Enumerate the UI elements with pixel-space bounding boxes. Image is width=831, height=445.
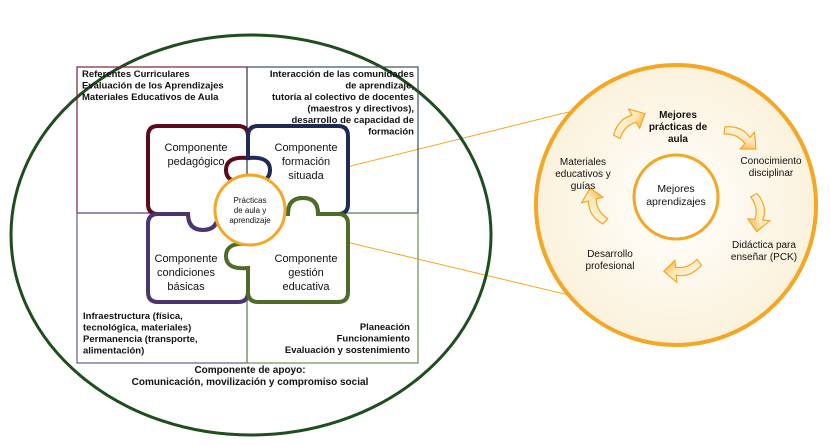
quadrant-bottom-right-text-line: Planeación bbox=[360, 322, 410, 333]
right-right-bottom-text-line: enseñar (PCK) bbox=[731, 252, 797, 263]
cycle-arrow-top-right bbox=[723, 126, 757, 150]
right-right-top-text-line: disciplinar bbox=[749, 168, 794, 179]
quadrant-top-left-text-line: Materiales Educativos de Aula bbox=[82, 92, 219, 103]
center-practicas-text-line: de aula y bbox=[234, 206, 266, 215]
cycle-arrow-right bbox=[746, 192, 772, 233]
piece-condiciones-text-line: básicas bbox=[167, 281, 205, 293]
right-top-text-line: Mejores bbox=[659, 110, 697, 121]
quadrant-bottom-right-text-line: Funcionamiento bbox=[337, 334, 411, 345]
right-right-bottom-text-line: Didáctica para bbox=[732, 240, 796, 251]
quadrant-top-right-text-line: tutoría al colectivo de docentes bbox=[272, 92, 414, 103]
right-bottom-left-text-line: Desarrollo bbox=[587, 249, 633, 260]
right-top-text-line: prácticas de bbox=[649, 122, 708, 133]
piece-gestion-text-line: Componente bbox=[275, 253, 338, 265]
cycle-arrow-bottom bbox=[662, 258, 703, 284]
right-left-text-line: educativos y bbox=[555, 169, 611, 180]
piece-formacion-text-line: situada bbox=[288, 170, 324, 182]
right-inner-circle bbox=[632, 153, 720, 241]
piece-label-condiciones: Componente condiciones básicas bbox=[155, 253, 218, 293]
piece-condiciones-text-line: condiciones bbox=[157, 267, 216, 279]
center-practicas-text-line: Prácticas bbox=[234, 196, 267, 205]
quadrant-top-left-text-line: Evaluación de los Aprendizajes bbox=[82, 81, 224, 92]
right-bottom-left-text-line: profesional bbox=[586, 261, 635, 272]
quadrant-text-bottom-left: Infraestructura (física,tecnológica, mat… bbox=[83, 311, 198, 357]
right-center-text-line: aprendizajes bbox=[646, 196, 706, 208]
support-text-line: Componente de apoyo: bbox=[194, 365, 305, 376]
support-text-line: Comunicación, movilización y compromiso … bbox=[132, 377, 369, 388]
piece-condiciones-text-line: Componente bbox=[155, 253, 218, 265]
center-circle-practicas bbox=[213, 173, 287, 247]
quadrant-top-left-text-line: Referentes Curriculares bbox=[82, 69, 190, 80]
piece-pedagogico-text-line: pedagógico bbox=[168, 156, 225, 168]
quadrant-bottom-left-text-line: Permanencia (transporte, bbox=[83, 334, 198, 345]
piece-label-formacion: Componente formación situada bbox=[275, 142, 338, 182]
piece-gestion-text-line: educativa bbox=[282, 281, 330, 293]
piece-label-pedagogico: Componente pedagógico bbox=[165, 142, 228, 168]
quadrant-top-right-text-line: (maestros y directivos), bbox=[307, 104, 414, 115]
support-component-text: Componente de apoyo:Comunicación, movili… bbox=[132, 365, 369, 388]
quadrant-bottom-left-text-line: tecnológica, materiales) bbox=[83, 323, 191, 334]
right-center-text-line: Mejores bbox=[657, 183, 694, 195]
quadrant-top-right-text-line: desarrollo de capacidad de bbox=[292, 115, 415, 126]
right-top-text-line: aula bbox=[668, 134, 688, 145]
cycle-arrow-left bbox=[580, 187, 609, 225]
quadrant-bottom-left-text-line: Infraestructura (física, bbox=[83, 311, 183, 322]
piece-gestion-text-line: gestión bbox=[288, 267, 323, 279]
quadrant-bottom-right-text-line: Evaluación y sostenimiento bbox=[285, 345, 410, 356]
cycle-arrow-top-left bbox=[612, 108, 646, 140]
piece-formacion-text-line: Componente bbox=[275, 142, 338, 154]
piece-formacion-text-line: formación bbox=[282, 156, 330, 168]
quadrant-bottom-left-text-line: alimentación) bbox=[83, 346, 144, 357]
right-left-text-line: guías bbox=[571, 181, 595, 192]
quadrant-top-right-text-line: formación bbox=[368, 127, 414, 138]
quadrant-top-right-text-line: Interacción de las comunidades bbox=[270, 69, 414, 80]
center-practicas-text-line: aprendizaje bbox=[229, 216, 271, 225]
outer-ellipse bbox=[9, 33, 493, 437]
piece-pedagogico-text-line: Componente bbox=[165, 142, 228, 154]
right-right-top-text-line: Conocimiento bbox=[740, 156, 802, 167]
piece-label-gestion: Componente gestión educativa bbox=[275, 253, 338, 293]
quadrant-top-right-text-line: de aprendizaje, bbox=[345, 81, 414, 92]
right-left-text-line: Materiales bbox=[560, 157, 606, 168]
